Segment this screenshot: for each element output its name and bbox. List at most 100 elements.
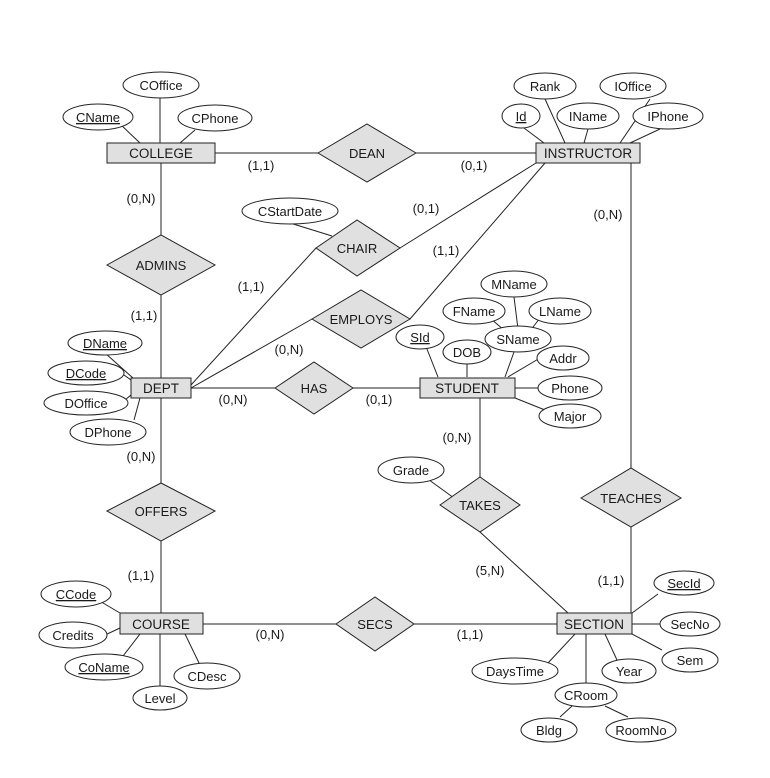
attr-secid-key: SecId	[653, 570, 715, 596]
relationship-teaches-label: TEACHES	[600, 491, 662, 506]
attr-cdesc: CDesc	[173, 662, 241, 690]
svg-text:Major: Major	[554, 409, 587, 424]
relationship-admins[interactable]: ADMINS	[105, 234, 217, 296]
svg-text:DOB: DOB	[453, 345, 481, 360]
card-section-takes: (5,N)	[476, 563, 505, 578]
entity-instructor-label: INSTRUCTOR	[544, 146, 633, 161]
attr-coname-key: CoName	[64, 653, 144, 681]
attr-dphone: DPhone	[69, 418, 147, 446]
attr-cstartdate: CStartDate	[241, 197, 339, 225]
card-dept-employs: (0,N)	[275, 342, 304, 357]
svg-text:IOffice: IOffice	[614, 79, 651, 94]
card-dept-chair: (1,1)	[238, 279, 265, 294]
entity-dept[interactable]: DEPT	[130, 377, 192, 399]
card-instructor-employs: (1,1)	[433, 243, 460, 258]
card-dept-has: (0,N)	[219, 392, 248, 407]
svg-text:Grade: Grade	[393, 463, 429, 478]
relationship-dean[interactable]: DEAN	[317, 123, 417, 183]
card-instructor-teaches: (0,N)	[594, 207, 623, 222]
attr-lname: LName	[528, 297, 592, 325]
svg-text:CName: CName	[76, 110, 120, 125]
entity-college[interactable]: COLLEGE	[106, 142, 216, 164]
attr-phone: Phone	[537, 375, 603, 401]
svg-text:Sem: Sem	[677, 653, 704, 668]
svg-text:Bldg: Bldg	[536, 723, 562, 738]
svg-text:DaysTime: DaysTime	[486, 664, 544, 679]
entity-course[interactable]: COURSE	[119, 612, 204, 635]
svg-text:Credits: Credits	[52, 628, 94, 643]
attr-dname-key: DName	[67, 330, 143, 356]
svg-text:DOffice: DOffice	[64, 396, 107, 411]
svg-text:IName: IName	[569, 109, 607, 124]
entity-section[interactable]: SECTION	[556, 612, 633, 635]
relationship-chair-label: CHAIR	[337, 241, 377, 256]
svg-text:CDesc: CDesc	[187, 669, 227, 684]
relationship-employs[interactable]: EMPLOYS	[311, 289, 411, 349]
svg-text:IPhone: IPhone	[647, 109, 688, 124]
svg-text:Id: Id	[516, 109, 527, 124]
attr-dob: DOB	[442, 339, 492, 365]
svg-text:CoName: CoName	[78, 660, 129, 675]
attr-id-key: Id	[501, 103, 541, 129]
svg-text:Addr: Addr	[549, 351, 577, 366]
attr-sid-key: SId	[395, 324, 445, 350]
svg-text:Rank: Rank	[530, 79, 561, 94]
attr-daystime: DaysTime	[471, 657, 559, 685]
attr-level: Level	[132, 685, 188, 711]
svg-text:DName: DName	[83, 336, 127, 351]
attr-ioffice: IOffice	[599, 72, 667, 100]
entity-dept-label: DEPT	[143, 381, 179, 396]
svg-text:CRoom: CRoom	[564, 688, 608, 703]
svg-text:SName: SName	[496, 332, 539, 347]
attr-rank: Rank	[513, 72, 577, 100]
relationship-offers-label: OFFERS	[135, 504, 188, 519]
entity-section-label: SECTION	[564, 617, 624, 632]
relationship-takes[interactable]: TAKES	[439, 476, 521, 533]
relationship-has[interactable]: HAS	[274, 361, 354, 415]
relationship-dean-label: DEAN	[349, 146, 385, 161]
attr-year: Year	[601, 658, 657, 684]
svg-text:SId: SId	[410, 330, 430, 345]
svg-text:LName: LName	[539, 304, 581, 319]
card-section-teaches: (1,1)	[598, 573, 625, 588]
attr-bldg: Bldg	[520, 717, 578, 743]
card-college-admins: (0,N)	[127, 191, 156, 206]
card-course-secs: (0,N)	[256, 627, 285, 642]
attr-croom: CRoom	[554, 682, 618, 708]
card-instructor-dean: (0,1)	[461, 158, 488, 173]
relationship-offers[interactable]: OFFERS	[105, 482, 217, 542]
card-student-takes: (0,N)	[443, 430, 472, 445]
attr-doffice: DOffice	[43, 390, 129, 416]
svg-text:SecNo: SecNo	[670, 617, 709, 632]
relationship-takes-label: TAKES	[459, 498, 501, 513]
card-course-offers: (1,1)	[128, 568, 155, 583]
relationship-teaches[interactable]: TEACHES	[580, 467, 682, 528]
svg-text:COffice: COffice	[139, 78, 182, 93]
svg-text:CStartDate: CStartDate	[258, 204, 322, 219]
entity-instructor[interactable]: INSTRUCTOR	[535, 142, 641, 164]
attr-secno: SecNo	[659, 611, 721, 637]
svg-text:FName: FName	[453, 304, 496, 319]
attr-sname: SName	[484, 325, 552, 353]
svg-text:Level: Level	[144, 691, 175, 706]
card-instructor-chair: (0,1)	[413, 201, 440, 216]
entity-course-label: COURSE	[132, 617, 190, 632]
svg-text:SecId: SecId	[667, 576, 700, 591]
connector-lines	[97, 97, 663, 718]
svg-text:Year: Year	[616, 664, 643, 679]
svg-text:DPhone: DPhone	[85, 425, 132, 440]
card-dept-offers: (0,N)	[127, 449, 156, 464]
relationship-chair[interactable]: CHAIR	[315, 219, 401, 277]
attr-cname-key: CName	[62, 103, 134, 131]
relationship-secs[interactable]: SECS	[335, 596, 415, 652]
relationship-secs-label: SECS	[357, 617, 393, 632]
attr-coffice: COffice	[122, 71, 200, 99]
attr-sem: Sem	[661, 647, 719, 673]
entity-student[interactable]: STUDENT	[419, 377, 516, 399]
svg-text:RoomNo: RoomNo	[615, 723, 666, 738]
entity-college-label: COLLEGE	[129, 146, 193, 161]
svg-text:CPhone: CPhone	[192, 111, 239, 126]
card-student-has: (0,1)	[366, 392, 393, 407]
